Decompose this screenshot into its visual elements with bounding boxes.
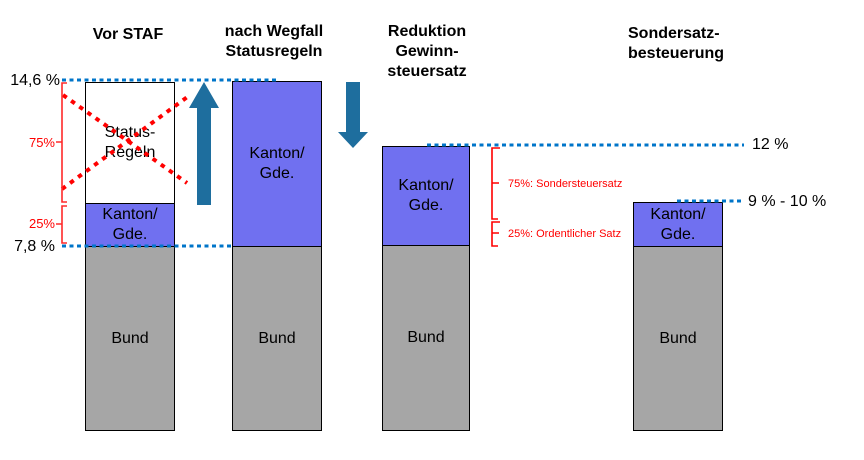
up-arrow-icon — [189, 82, 219, 205]
column-title-vor-staf: Vor STAF — [92, 26, 164, 43]
label-ordentlicher-satz: 25%: Ordentlicher Satz — [508, 228, 622, 240]
label-sondersteuersatz: 75%: Sondersteuersatz — [508, 178, 623, 190]
column-title-sondersatz: Sondersatz- besteuerung — [628, 25, 725, 62]
bar4-segment-bund: Bund — [633, 246, 723, 431]
column-title-reduktion: Reduktion Gewinn- steuersatz — [387, 23, 467, 80]
bracket-75pct — [56, 82, 67, 203]
bracket-sondersteuersatz — [491, 147, 500, 220]
bar1-segment-status-regeln: Status- Regeln — [85, 82, 175, 204]
down-arrow-icon — [338, 82, 368, 148]
bar4-segment-kanton: Kanton/ Gde. — [633, 202, 723, 247]
label-rate-12: 12 % — [752, 136, 789, 153]
label-rate-9-10: 9 % - 10 % — [748, 193, 827, 210]
label-75pct: 75% — [28, 135, 55, 150]
label-25pct: 25% — [28, 216, 55, 231]
column-title-nach-wegfall: nach Wegfall Statusregeln — [224, 23, 324, 60]
bar1-segment-bund: Bund — [85, 246, 175, 431]
bracket-ordentlicher-satz — [491, 221, 500, 247]
label-rate-14-6: 14,6 % — [10, 72, 60, 89]
bar3-segment-kanton: Kanton/ Gde. — [382, 146, 470, 246]
bracket-25pct — [56, 205, 67, 244]
bar1-segment-kanton: Kanton/ Gde. — [85, 203, 175, 247]
bar3-segment-bund: Bund — [382, 245, 470, 431]
label-rate-7-8: 7,8 % — [14, 238, 55, 255]
bar2-segment-kanton: Kanton/ Gde. — [232, 81, 322, 247]
bar2-segment-bund: Bund — [232, 246, 322, 431]
